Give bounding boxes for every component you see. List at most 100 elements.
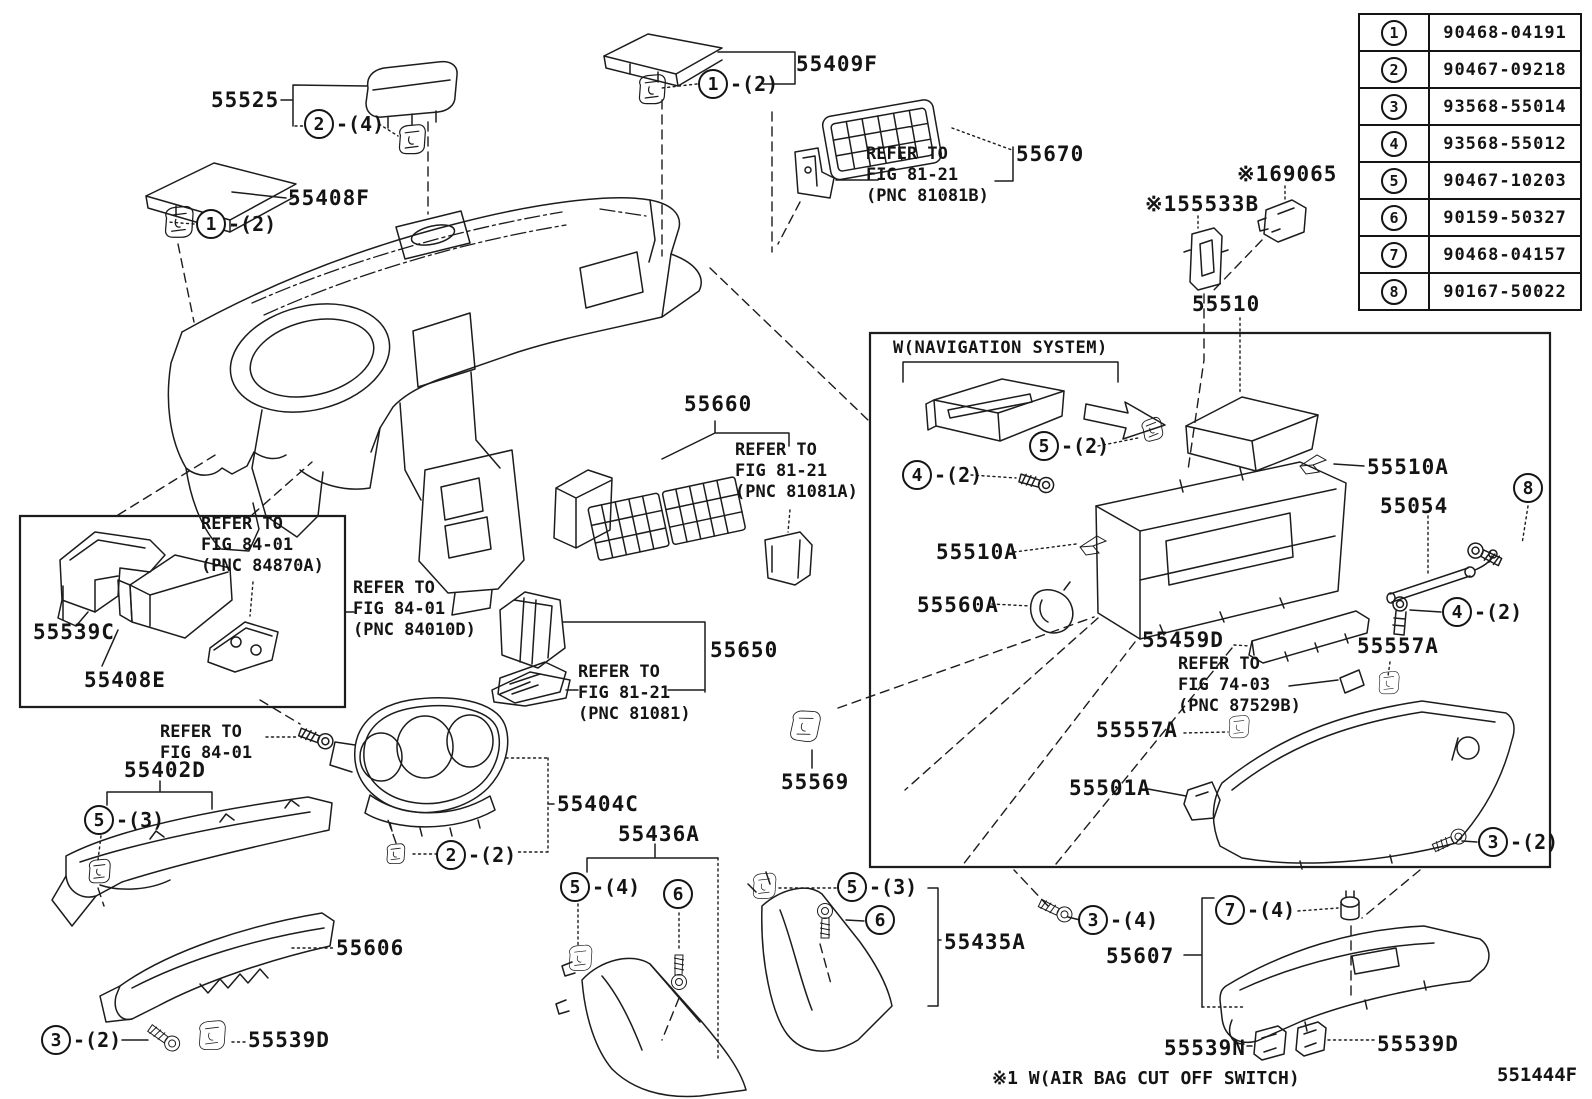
fastener-ref-badge: 4 [1381,130,1407,157]
fastener-ref-badge: 2 [1381,56,1407,83]
fastener-row-8[interactable]: 8 90167-50022 [1358,272,1582,311]
part-drawing-55670-register [794,99,942,199]
callout-5-qty3-55402D[interactable]: 5-(3) [84,805,164,835]
part-label-55569[interactable]: 55569 [781,770,850,794]
part-drawing-55409F [603,33,723,105]
part-drawing-55557A-left [1228,715,1250,739]
fastener-row-7[interactable]: 7 90468-04157 [1358,235,1582,274]
part-label-55459D[interactable]: 55459D [1142,628,1224,652]
callout-7-qty4-55607[interactable]: 7-(4) [1215,895,1295,925]
part-label-55607[interactable]: 55607 [1106,944,1175,968]
fastener-row-5[interactable]: 5 90467-10203 [1358,161,1582,200]
part-label-55510A-right[interactable]: 55510A [1367,455,1449,479]
callout-5-qty3-55435A[interactable]: 5-(3) [837,872,917,902]
part-label-55404C[interactable]: 55404C [557,792,639,816]
callout-5-qty2-nav[interactable]: 5-(2) [1029,431,1109,461]
part-label-55408E[interactable]: 55408E [84,668,166,692]
callout-3-qty2-55606[interactable]: 3-(2) [41,1025,121,1055]
part-label-55539C[interactable]: 55539C [33,620,115,644]
part-label-55670[interactable]: 55670 [1016,142,1085,166]
part-label-55510A-left[interactable]: 55510A [936,540,1018,564]
part-drawing-grommet-7 [1340,890,1360,921]
callout-6-55436A[interactable]: 6 [663,879,695,909]
part-drawing-55436A-trim [555,957,747,1098]
callout-8-nav[interactable]: 8 [1513,473,1545,503]
part-label-55539D-bottom-left[interactable]: 55539D [248,1028,330,1052]
callout-5-qty4-55436A[interactable]: 5-(4) [560,872,640,902]
part-label-169065[interactable]: ※169065 [1237,162,1338,186]
nav-system-box-frame [868,331,1552,869]
part-label-155533B[interactable]: ※155533B [1145,192,1260,216]
callout-1-qty2-55408F[interactable]: 1-(2) [196,209,276,239]
part-drawing-55607-cover [1219,925,1490,1045]
part-drawing-81081-bracket [497,661,567,704]
part-label-55557A-left[interactable]: 55557A [1096,718,1178,742]
part-drawing-55650-register [499,591,566,669]
nav-box-title: W(NAVIGATION SYSTEM) [893,338,1108,358]
leader-lines [62,51,1529,1059]
part-drawing-55402D-panel [51,796,333,927]
part-label-55557A-right[interactable]: 55557A [1357,634,1439,658]
fastener-ref-badge: 6 [1381,204,1407,231]
fastener-ref-badge: 8 [1381,278,1407,305]
fastener-row-3[interactable]: 3 93568-55014 [1358,87,1582,126]
part-drawing-clip-5-55435A [752,872,777,899]
callout-6-55435A[interactable]: 6 [865,905,897,935]
part-label-55436A[interactable]: 55436A [618,822,700,846]
part-drawing-55510A-clip-left [1079,535,1107,556]
part-label-55560A[interactable]: 55560A [917,593,999,617]
part-drawing-55539N-clip [1253,1025,1287,1061]
callout-2-qty2-55404C[interactable]: 2-(2) [436,840,516,870]
part-drawing-55459D-strip [1248,610,1370,664]
callout-3-qty4-55607[interactable]: 3-(4) [1078,905,1158,935]
fastener-table: 1 90468-04191 2 90467-09218 3 93568-5501… [1358,13,1582,311]
instrument-panel-drawing [167,197,702,616]
figure-code: 551444F [1497,1064,1578,1086]
part-label-55660[interactable]: 55660 [684,392,753,416]
fastener-row-6[interactable]: 6 90159-50327 [1358,198,1582,237]
part-drawing-55539D-clip-left [199,1020,226,1050]
airbag-footnote: ※1 W(AIR BAG CUT OFF SWITCH) [992,1068,1300,1089]
part-label-55054[interactable]: 55054 [1380,494,1449,518]
part-label-55606[interactable]: 55606 [336,936,405,960]
part-label-55525[interactable]: 55525 [211,88,280,112]
callout-4-qty2-nav[interactable]: 4-(2) [902,460,982,490]
callout-1-qty2-55409F[interactable]: 1-(2) [698,69,778,99]
fastener-row-2[interactable]: 2 90467-09218 [1358,50,1582,89]
callout-3-qty2-nav[interactable]: 3-(2) [1478,827,1558,857]
callout-2-qty4[interactable]: 2-(4) [304,109,384,139]
fastener-part-number: 93568-55012 [1428,124,1582,163]
part-label-55435A[interactable]: 55435A [944,930,1026,954]
part-drawing-55606-panel [99,912,335,1023]
fastener-row-4[interactable]: 4 93568-55012 [1358,124,1582,163]
part-drawing-81081A-bracket [764,531,813,586]
fastener-row-1[interactable]: 1 90468-04191 [1358,13,1582,52]
assembly-dashed-lines [97,99,1421,1041]
part-label-55539N[interactable]: 55539N [1164,1036,1246,1060]
part-label-55409F[interactable]: 55409F [796,52,878,76]
part-drawing-55660-register [553,469,746,561]
part-drawing-bolt-4 [1392,596,1408,636]
part-label-55539D-bottom-right[interactable]: 55539D [1377,1032,1459,1056]
part-drawing-55560A-clip [1029,581,1074,634]
part-label-55501A[interactable]: 55501A [1069,776,1151,800]
part-drawing-7403-plate [1339,669,1365,694]
fastener-ref-badge: 3 [1381,93,1407,120]
part-drawing-55510-tray [1185,396,1319,472]
fastener-part-number: 90167-50022 [1428,272,1582,311]
part-label-55408F[interactable]: 55408F [288,186,370,210]
part-label-55510[interactable]: 55510 [1192,292,1261,316]
part-drawing-55557A-right [1378,671,1400,695]
part-drawing-55404C-cluster-bezel [329,671,571,837]
fastener-part-number: 90468-04157 [1428,235,1582,274]
part-label-55402D[interactable]: 55402D [124,758,206,782]
part-label-55650[interactable]: 55650 [710,638,779,662]
callout-4-qty2-right[interactable]: 4-(2) [1442,597,1522,627]
